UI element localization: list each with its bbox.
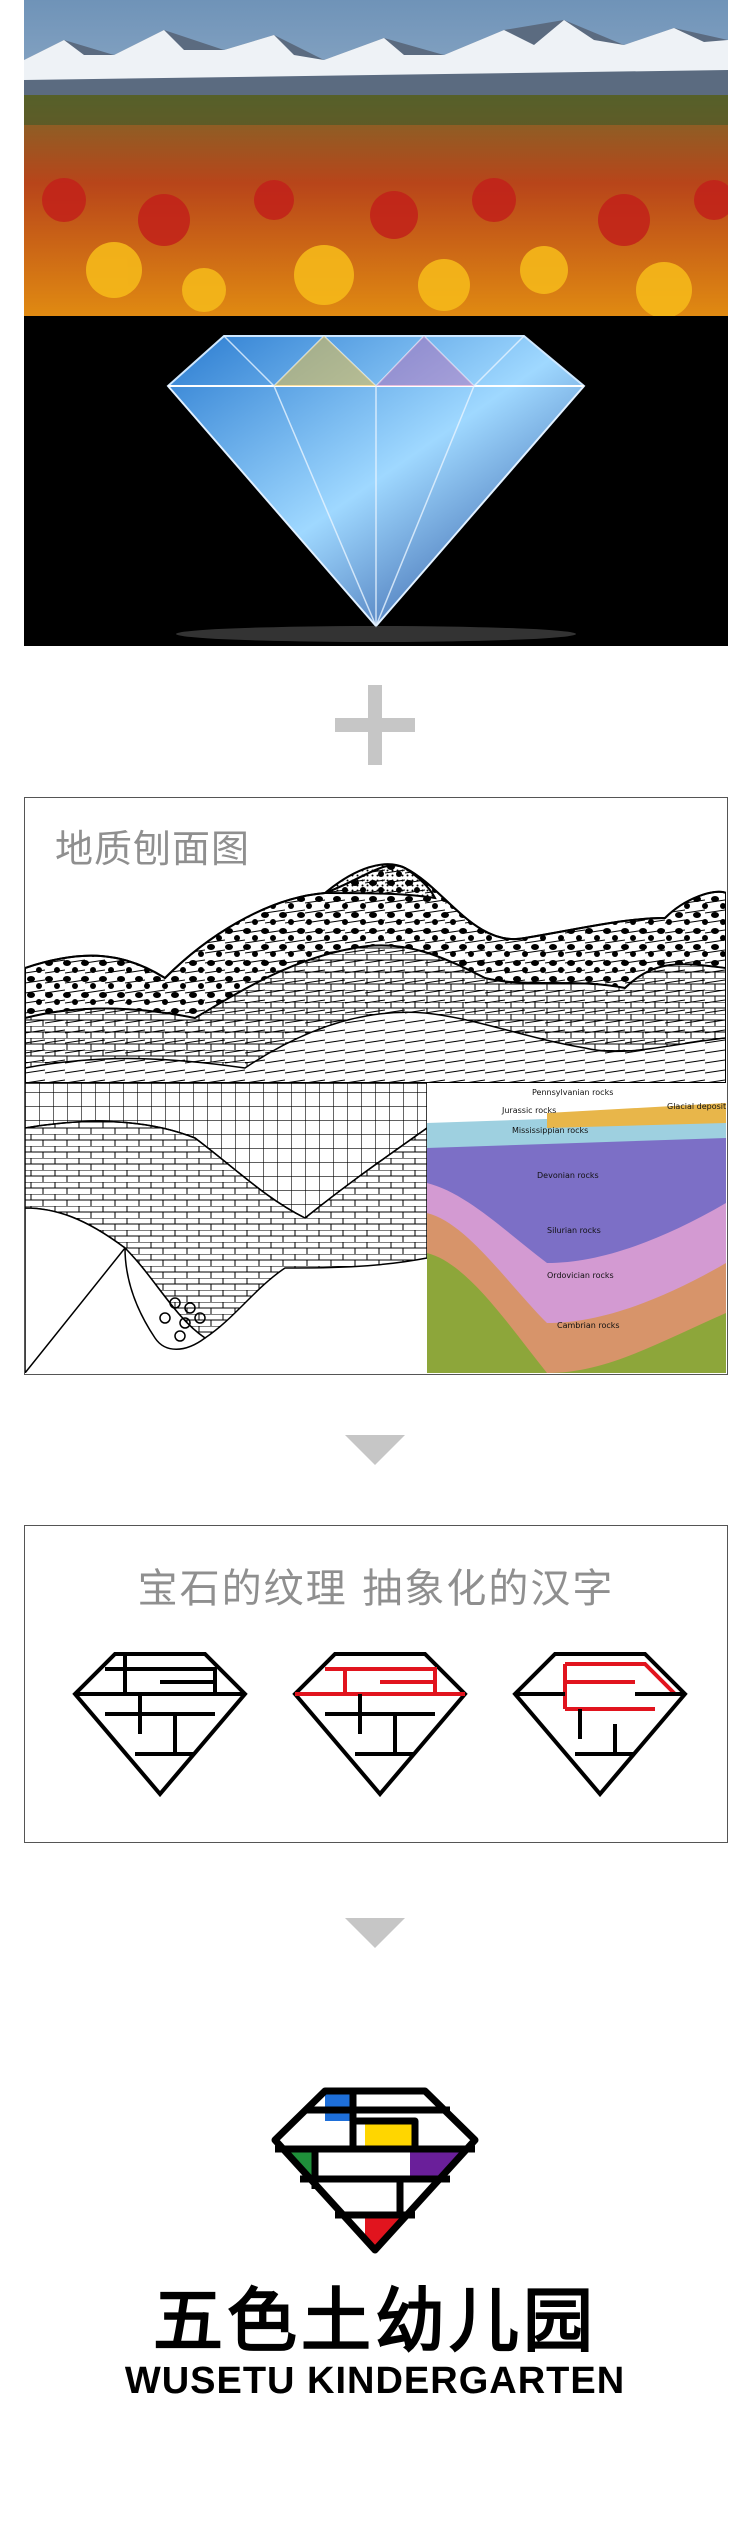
gem-texture-outline-1 bbox=[72, 1652, 248, 1798]
logo-chinese-name: 五色土幼儿园 bbox=[153, 2280, 597, 2362]
label-mississippian: Mississippian rocks bbox=[512, 1126, 588, 1135]
geology-section-panel: 地质刨面图 bbox=[24, 797, 728, 1375]
logo-english-name: WUSETU KINDERGARTEN bbox=[124, 2360, 626, 2402]
diamond-photo bbox=[24, 316, 728, 646]
geology-cross-section-drawing: Pennsylvanian rocks Jurassic rocks Glaci… bbox=[25, 863, 726, 1373]
gem-texture-outline-2 bbox=[292, 1652, 468, 1798]
down-arrow-icon bbox=[345, 1918, 405, 1948]
down-arrow-icon bbox=[345, 1435, 405, 1465]
label-devonian: Devonian rocks bbox=[537, 1171, 599, 1180]
wusetu-logo-mark bbox=[270, 2085, 480, 2259]
label-cambrian: Cambrian rocks bbox=[557, 1321, 620, 1330]
geology-title: 地质刨面图 bbox=[55, 827, 251, 871]
label-pennsylvanian: Pennsylvanian rocks bbox=[532, 1088, 613, 1097]
gem-texture-outline-3 bbox=[512, 1652, 688, 1798]
autumn-mountain-photo bbox=[24, 0, 728, 316]
gem-outlines-drawing bbox=[72, 1652, 688, 1798]
label-silurian: Silurian rocks bbox=[547, 1226, 601, 1235]
label-glacial: Glacial deposit bbox=[667, 1102, 726, 1111]
label-ordovician: Ordovician rocks bbox=[547, 1271, 614, 1280]
label-jurassic: Jurassic rocks bbox=[501, 1106, 556, 1115]
gem-panel-title: 宝石的纹理 抽象化的汉字 bbox=[137, 1566, 615, 1612]
plus-icon bbox=[335, 685, 415, 765]
gem-texture-panel: 宝石的纹理 抽象化的汉字 bbox=[24, 1525, 728, 1843]
